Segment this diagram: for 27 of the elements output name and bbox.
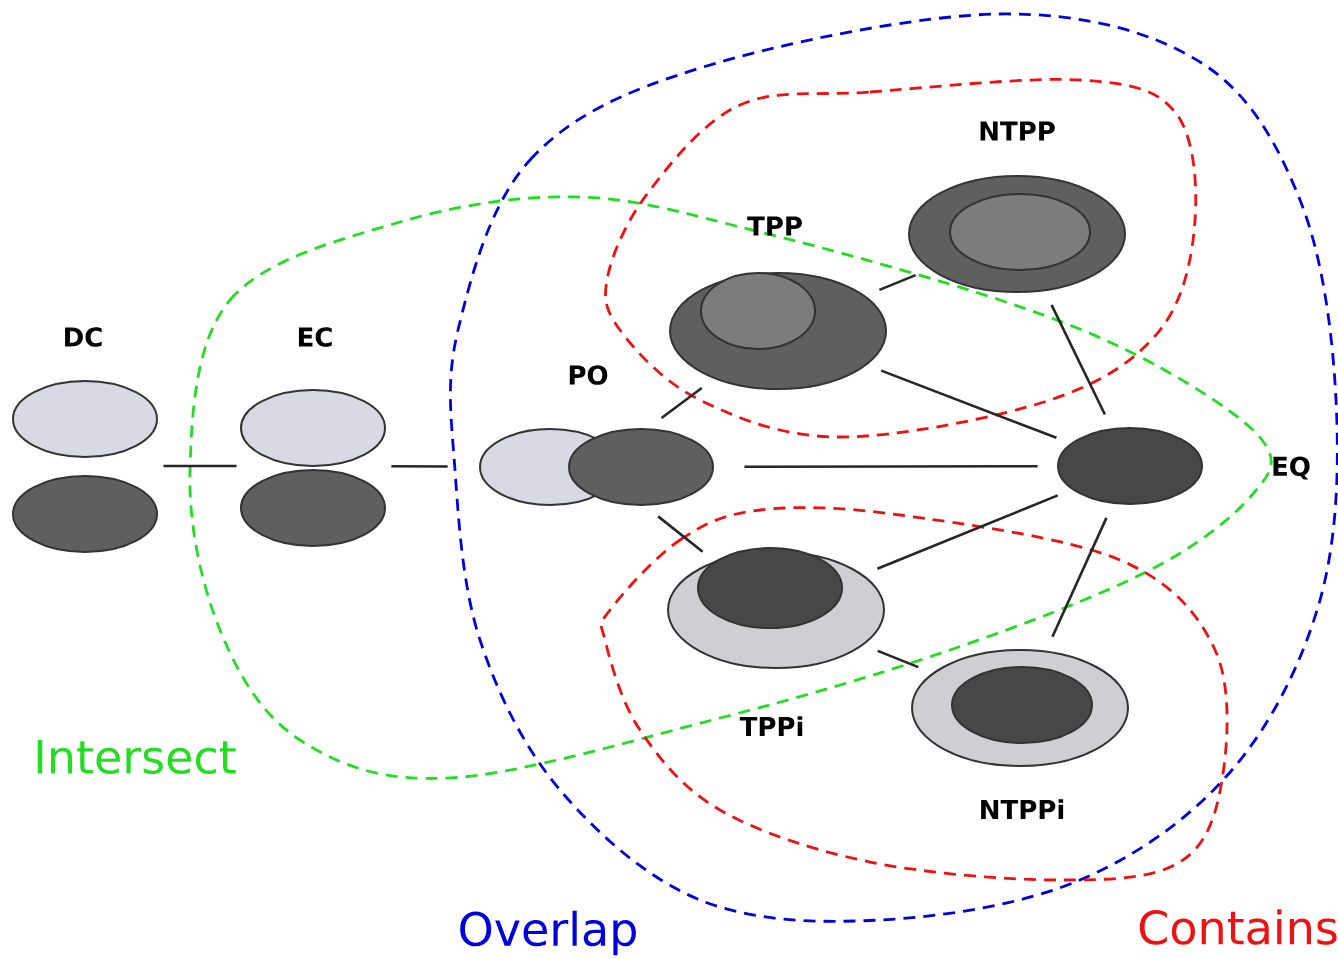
region-drawing: DC bbox=[12, 327, 158, 553]
region-label: Intersect bbox=[37, 739, 236, 775]
region-label: Overlap bbox=[460, 910, 636, 956]
node-label: TPPi bbox=[739, 716, 803, 736]
connector-line bbox=[876, 494, 1059, 570]
node-label: NTPPi bbox=[981, 799, 1064, 819]
node-label: TPP bbox=[747, 216, 802, 236]
region-drawing: EC bbox=[240, 327, 386, 547]
node-label: EC bbox=[298, 327, 332, 347]
region-drawing: NTPP bbox=[908, 121, 1126, 293]
node-label: NTPP bbox=[980, 121, 1055, 141]
connector-line bbox=[878, 273, 917, 292]
connector-line bbox=[744, 464, 1038, 469]
connector-line bbox=[657, 515, 704, 553]
region-drawing: EQ bbox=[1057, 427, 1310, 505]
connector-line bbox=[880, 369, 1057, 439]
connector-line bbox=[163, 464, 237, 468]
node-label: PO bbox=[569, 365, 608, 385]
connector-line bbox=[1050, 304, 1107, 415]
region-label: Contains bbox=[1139, 909, 1337, 945]
node-label: DC bbox=[65, 327, 102, 347]
node-label: EQ bbox=[1273, 456, 1310, 480]
connector-line bbox=[1051, 517, 1108, 638]
connector-line bbox=[660, 386, 703, 420]
region-drawing: TPPi bbox=[667, 547, 885, 736]
region-drawing: NTPPi bbox=[911, 649, 1129, 819]
connector-line bbox=[391, 465, 448, 468]
